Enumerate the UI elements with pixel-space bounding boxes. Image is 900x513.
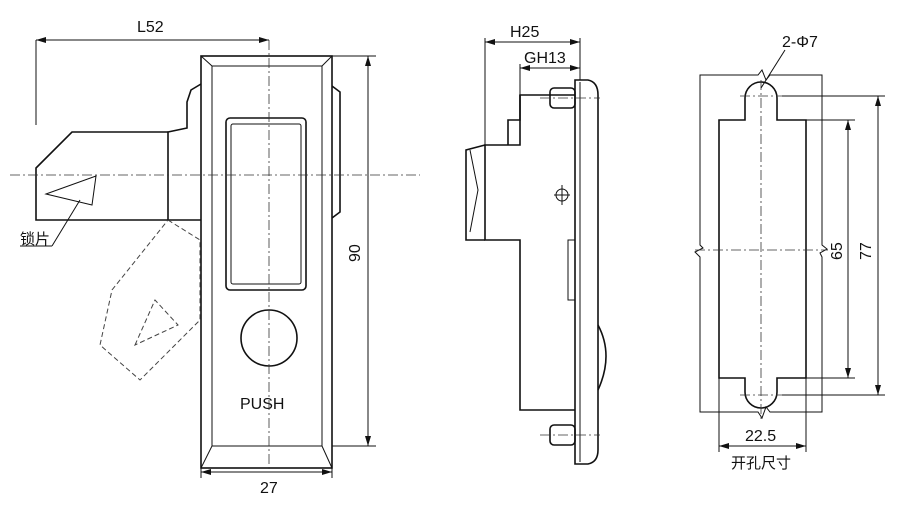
side-body (484, 94, 575, 411)
label-window (225, 117, 307, 291)
latch-label: 锁片 (20, 231, 50, 248)
front-view: PUSH L52 90 (10, 19, 420, 497)
cutout-shape (718, 81, 807, 409)
dim-gh13: GH13 (524, 50, 566, 67)
side-front-plate (574, 79, 599, 465)
push-label: PUSH (240, 396, 284, 413)
handle-body-outer (200, 55, 333, 469)
dim-27: 27 (260, 480, 278, 497)
dim-h25: H25 (510, 24, 539, 41)
dim-holes: 2-Φ7 (782, 34, 818, 51)
ghost-latch (99, 219, 201, 381)
dim-22-5: 22.5 (745, 428, 776, 445)
dim-65: 65 (829, 242, 846, 260)
side-latch (465, 144, 486, 241)
dim-l52: L52 (137, 19, 164, 36)
latch-arrow (44, 175, 97, 206)
cutout-caption: 开孔尺寸 (731, 455, 791, 472)
dim-77: 77 (858, 242, 875, 260)
cutout-view: 2-Φ7 65 77 22.5 开孔尺寸 (694, 34, 885, 472)
right-flange (331, 85, 341, 219)
dim-90: 90 (347, 244, 364, 262)
latch-bracket (167, 83, 202, 221)
side-view: H25 GH13 (465, 24, 607, 465)
latch-tongue (35, 131, 168, 221)
